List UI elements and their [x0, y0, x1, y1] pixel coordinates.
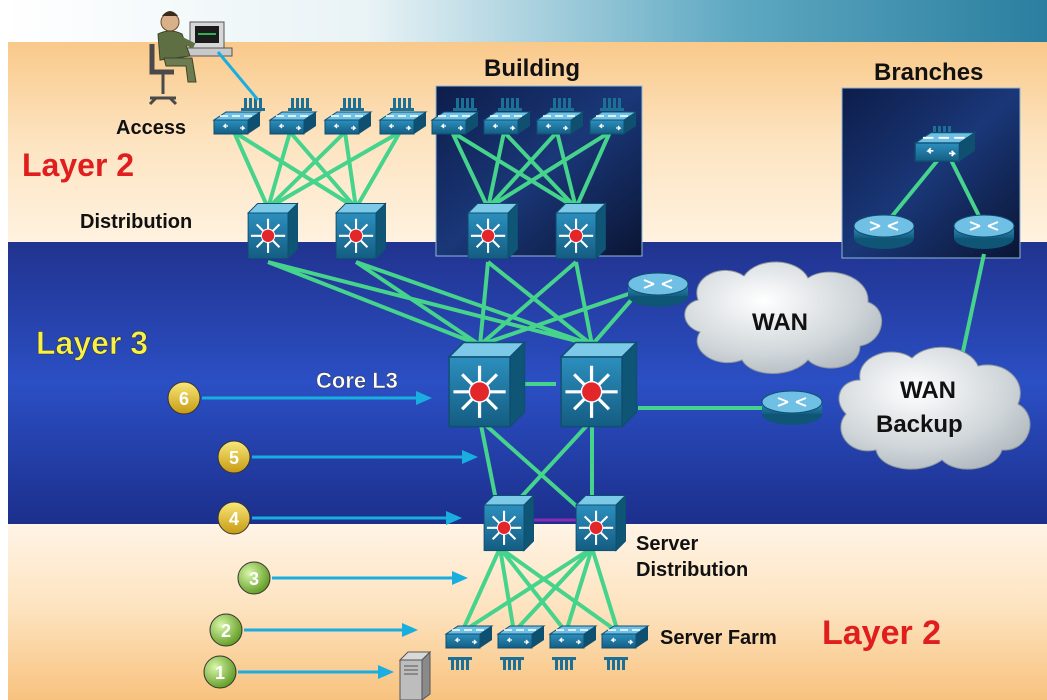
wan-backup-label-line2: Backup [876, 411, 963, 438]
layer2-bottom-band [8, 524, 1047, 700]
server-icon [398, 650, 432, 700]
multilayer-switch-icon [467, 202, 519, 260]
network-links [232, 130, 986, 634]
wan-backup-label-line1: WAN [900, 377, 956, 404]
marker-6-label: 6 [179, 389, 189, 409]
arrows [202, 391, 478, 679]
marker-5-label: 5 [229, 448, 239, 468]
multilayer-switch-icon [575, 494, 627, 552]
multilayer-switch-icon [447, 340, 527, 429]
marker-4: 4 [217, 501, 251, 535]
distribution-label: Distribution [80, 211, 192, 233]
multilayer-switch-icon [559, 340, 639, 429]
layer2-bottom-label: Layer 2 [822, 614, 941, 652]
layer3-label: Layer 3 [36, 325, 148, 361]
marker-4-label: 4 [229, 509, 239, 529]
cloud-icon [684, 261, 883, 374]
server-distribution-label-line1: Server [636, 533, 698, 555]
server-distribution-label-line2: Distribution [636, 559, 748, 581]
router-icon [953, 214, 1015, 250]
header-strip [0, 0, 1047, 42]
marker-1-label: 1 [215, 663, 225, 683]
marker-3: 3 [237, 561, 271, 595]
building-label: Building [484, 55, 580, 82]
cloud-icon [838, 346, 1031, 470]
marker-3-label: 3 [249, 569, 259, 589]
branches-label: Branches [874, 59, 983, 86]
marker-2-label: 2 [221, 621, 231, 641]
router-icon [627, 272, 689, 308]
router-icon [853, 214, 915, 250]
marker-5: 5 [217, 440, 251, 474]
access-label: Access [116, 117, 186, 139]
wan-label: WAN [752, 309, 808, 336]
marker-2: 2 [209, 613, 243, 647]
core-label: Core L3 [316, 368, 398, 393]
layer2-top-label: Layer 2 [22, 147, 134, 183]
person-at-workstation-icon [148, 11, 260, 106]
multilayer-switch-icon [555, 202, 607, 260]
multilayer-switch-icon [483, 494, 535, 552]
multilayer-switch-icon [247, 202, 299, 260]
multilayer-switch-icon [335, 202, 387, 260]
marker-6: 6 [167, 381, 201, 415]
marker-1: 1 [203, 655, 237, 689]
router-icon [761, 390, 823, 426]
server-farm-label: Server Farm [660, 627, 777, 649]
